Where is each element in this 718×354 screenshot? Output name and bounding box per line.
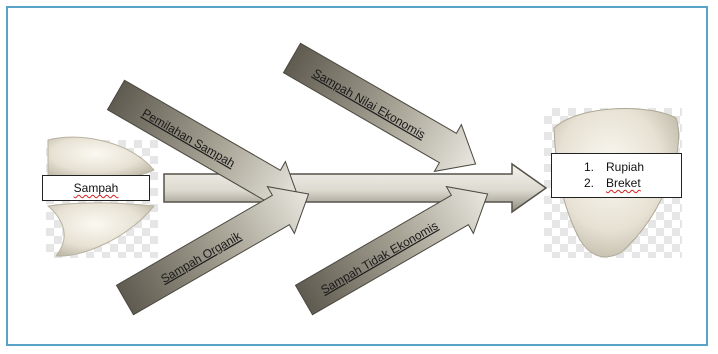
head-label-box: Sampah [42, 175, 150, 201]
bone-arrow-nilai-ekonomis: Sampah Nilai Ekonomis [282, 42, 477, 173]
head-label: Sampah [73, 181, 119, 195]
tail-upper-lobe [47, 136, 155, 180]
result-box: 1.Rupiah 2.Breket [551, 153, 682, 198]
bone-label-tidak-ekonomis: Sampah Tidak Ekonomis [318, 218, 440, 296]
result-item: 1.Rupiah [584, 160, 645, 174]
bone-label-nilai-ekonomis: Sampah Nilai Ekonomis [311, 66, 428, 142]
tail-lower-lobe [46, 202, 155, 257]
result-list: 1.Rupiah 2.Breket [584, 159, 681, 191]
result-item: 2.Breket [584, 176, 641, 190]
